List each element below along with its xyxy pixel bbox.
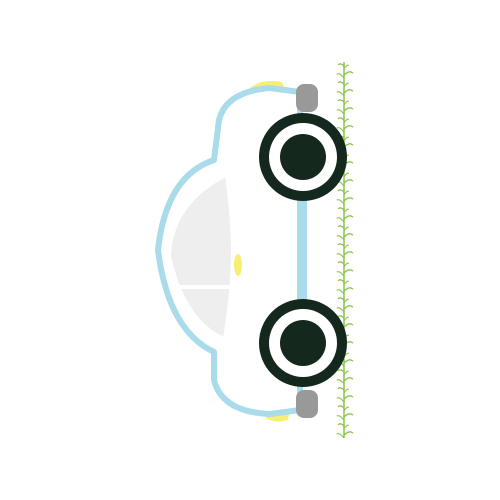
grass-blade xyxy=(343,136,350,142)
grass-blade xyxy=(343,215,354,220)
grass-blade xyxy=(343,388,350,394)
window-icon xyxy=(168,174,234,340)
grass-blade xyxy=(336,289,345,295)
grass-blade xyxy=(336,91,345,97)
grass-blade xyxy=(336,307,345,313)
grass-blade xyxy=(343,406,350,412)
grass-blade xyxy=(336,379,345,385)
grass-blade xyxy=(343,118,350,124)
grass-blade xyxy=(337,261,345,265)
grass-blade xyxy=(337,243,345,247)
bumper-icon xyxy=(296,390,318,418)
grass-blade xyxy=(343,323,354,328)
grass-blade xyxy=(337,297,345,301)
grass-blade xyxy=(337,225,345,229)
grass-blade xyxy=(336,109,345,115)
grass-strip-icon xyxy=(336,62,354,439)
grass-blade xyxy=(343,208,350,214)
door-handle-icon xyxy=(234,254,242,276)
grass-blade xyxy=(343,269,354,274)
grass-blade xyxy=(337,99,345,103)
grass-blade xyxy=(336,127,345,133)
grass-blade xyxy=(343,100,350,106)
grass-blade xyxy=(337,189,345,193)
grass-blade xyxy=(343,125,354,130)
bumper-icon xyxy=(296,84,318,112)
grass-blade xyxy=(343,172,350,178)
grass-blade xyxy=(336,397,345,403)
grass-blade xyxy=(343,377,354,382)
grass-blade xyxy=(343,431,354,436)
grass-blade xyxy=(337,387,345,391)
grass-blade xyxy=(336,199,345,205)
grass-blade xyxy=(343,197,354,202)
grass-blade xyxy=(337,117,345,121)
grass-blade xyxy=(336,217,345,223)
grass-blade xyxy=(343,305,354,310)
grass-blade xyxy=(343,71,354,76)
grass-blade xyxy=(343,190,350,196)
grass-blade xyxy=(343,89,354,94)
grass-blade xyxy=(343,226,350,232)
grass-blade xyxy=(343,359,354,364)
grass-blade xyxy=(337,315,345,319)
grass-blade xyxy=(343,370,350,376)
grass-blade xyxy=(337,423,345,427)
grass-blade xyxy=(343,280,350,286)
grass-blade xyxy=(343,179,354,184)
grass-blade xyxy=(343,262,350,268)
grass-blade xyxy=(343,244,350,250)
grass-blade xyxy=(337,63,345,67)
grass-blade xyxy=(337,405,345,409)
grass-blade xyxy=(336,253,345,259)
grass-blade xyxy=(343,424,350,430)
grass-blade xyxy=(336,235,345,241)
grass-blade xyxy=(336,73,345,79)
grass-blade xyxy=(336,271,345,277)
grass-blade xyxy=(337,279,345,283)
grass-blade xyxy=(343,287,354,292)
grass-blade xyxy=(343,107,354,112)
grass-blade xyxy=(343,413,354,418)
grass-blade xyxy=(337,369,345,373)
grass-blade xyxy=(336,433,345,439)
front-wheel-icon xyxy=(259,113,347,201)
grass-blade xyxy=(337,207,345,211)
grass-blade xyxy=(343,233,354,238)
grass-blade xyxy=(343,251,354,256)
rear-wheel-icon xyxy=(259,299,347,387)
grass-blade xyxy=(343,82,350,88)
grass-blade xyxy=(337,81,345,85)
grass-blade xyxy=(343,395,354,400)
grass-blade xyxy=(336,415,345,421)
grass-blade xyxy=(343,64,350,70)
grass-blade xyxy=(343,316,350,322)
grass-blade xyxy=(343,298,350,304)
